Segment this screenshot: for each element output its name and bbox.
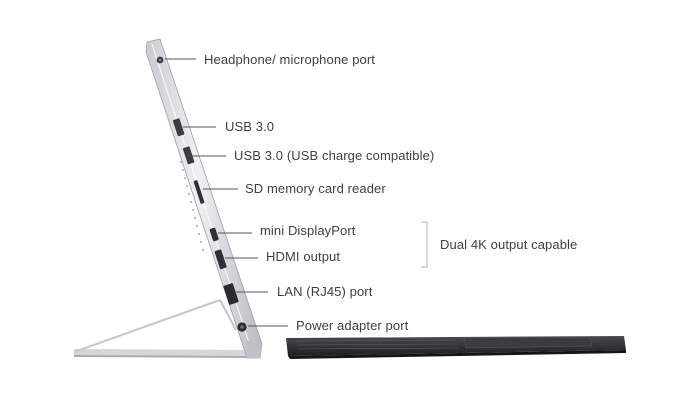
lan-port xyxy=(223,283,239,305)
hdmi-port xyxy=(214,249,227,270)
label-usb-3-0: USB 3.0 xyxy=(225,119,275,134)
dual-4k-bracket xyxy=(421,221,428,268)
label-lan-port: LAN (RJ45) port xyxy=(277,284,373,299)
mini-displayport-port xyxy=(209,227,219,242)
label-usb-3-0-charge: USB 3.0 (USB charge compatible) xyxy=(234,148,435,163)
tablet-side-profile xyxy=(145,38,263,359)
speaker-grille xyxy=(180,161,204,251)
keyboard-dock xyxy=(286,336,626,359)
label-headphone-port: Headphone/ microphone port xyxy=(204,52,375,67)
label-sd-card-reader: SD memory card reader xyxy=(245,181,386,196)
sd-card-slot xyxy=(193,180,205,204)
kickstand xyxy=(73,299,255,358)
key-row xyxy=(295,339,459,350)
usb-port-1 xyxy=(172,118,185,137)
leader-lines xyxy=(165,58,288,327)
ports xyxy=(156,56,247,332)
label-dual-4k-output: Dual 4K output capable xyxy=(440,237,578,252)
label-mini-displayport: mini DisplayPort xyxy=(260,223,356,238)
usb-port-2 xyxy=(182,146,195,165)
label-power-adapter-port: Power adapter port xyxy=(296,318,409,333)
label-hdmi-output: HDMI output xyxy=(266,249,341,264)
